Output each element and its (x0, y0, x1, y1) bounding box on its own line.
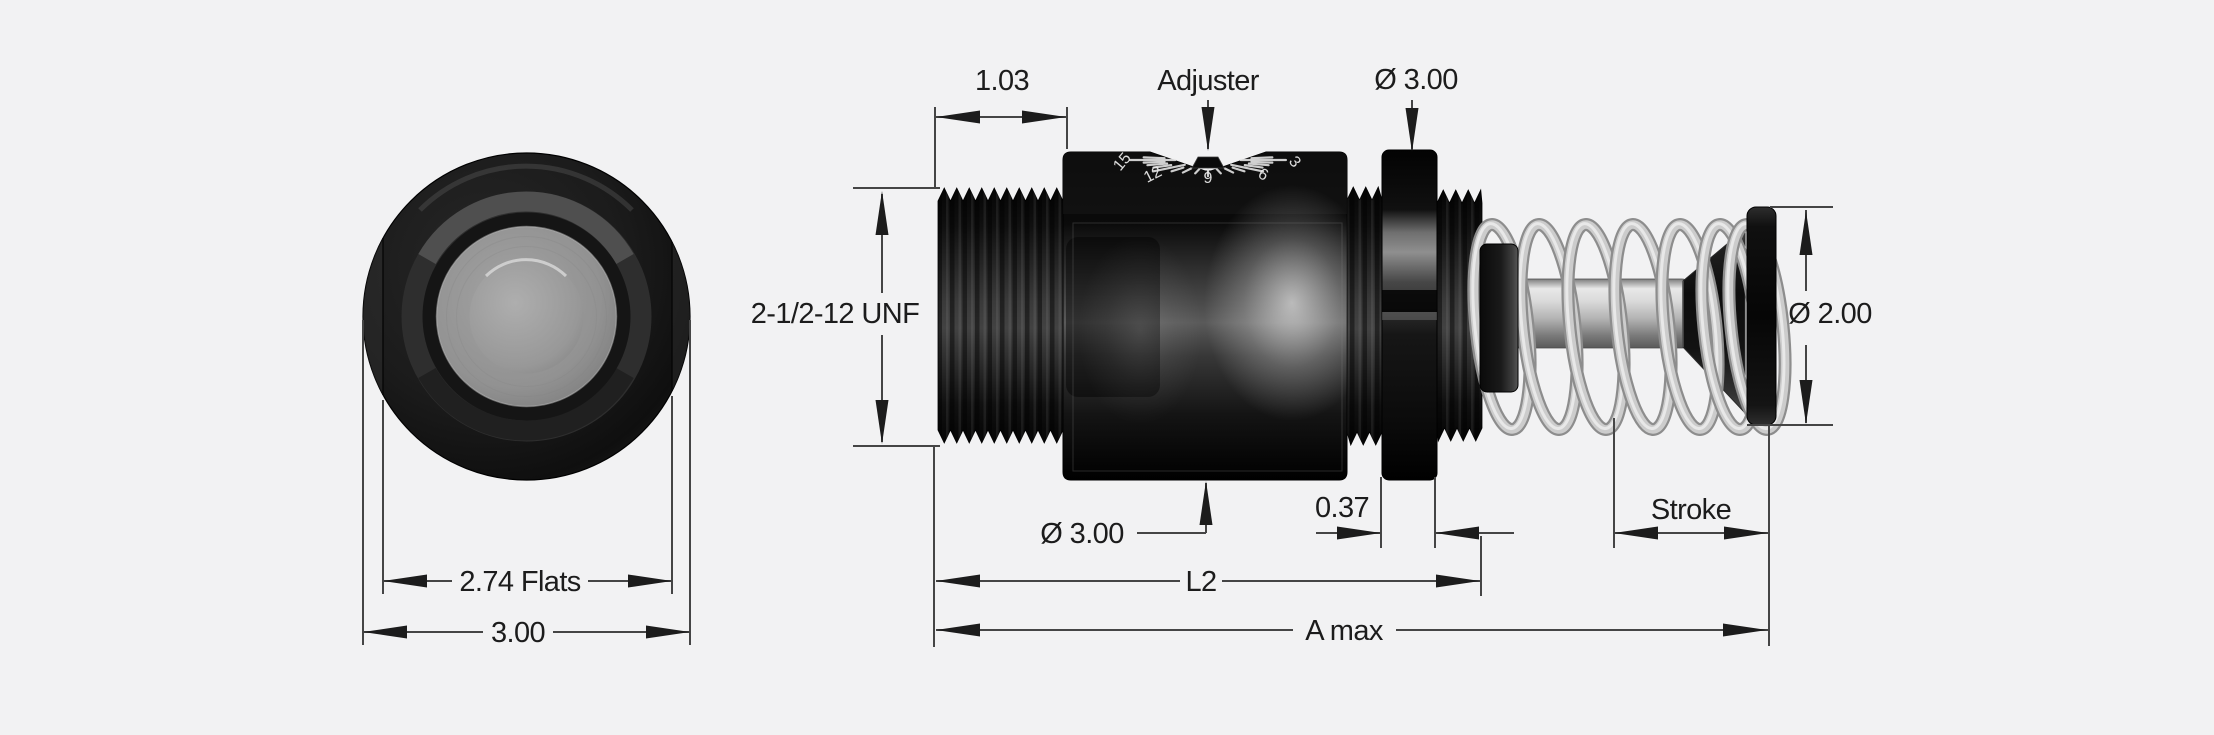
machining-ring-1 (446, 236, 607, 397)
adjuster-screw (1191, 156, 1225, 169)
left-flat (362, 238, 383, 395)
dimension-arrows (363, 107, 1813, 639)
thread-sections (937, 185, 1483, 447)
dim-front-diameter-label: 3.00 (491, 617, 545, 649)
dim-a-max-label: A max (1305, 615, 1384, 647)
bevel-shadow (418, 367, 634, 441)
dim-thread-length-label: 1.03 (975, 65, 1029, 97)
dim-body-diameter-label: Ø 3.00 (1040, 518, 1123, 550)
piston-rim (435, 225, 618, 408)
dial-number: 12 (1141, 163, 1165, 186)
bevel-highlight (418, 191, 634, 265)
dial-number: 9 (1204, 170, 1213, 187)
front-view (362, 152, 691, 481)
machining-ring-2 (456, 246, 597, 387)
locknut-body (1381, 149, 1438, 481)
body-highlight (1204, 185, 1347, 421)
dim-locknut-width-label: 0.37 (1315, 492, 1369, 524)
locknut (1381, 149, 1438, 481)
dim-flats-label: 2.74 Flats (459, 566, 580, 598)
rod-spring-assembly (1467, 206, 1792, 436)
locknut-slot-edge (1382, 312, 1437, 320)
button-highlight (484, 258, 568, 278)
dim-rod-button-diameter-label: Ø 2.00 (1788, 298, 1871, 330)
dim-stroke-label: Stroke (1651, 494, 1731, 526)
right-flat (672, 242, 690, 391)
dim-thread-spec-label: 2-1/2-12 UNF (751, 298, 919, 330)
end-cap (1746, 206, 1777, 426)
dimension-labels: 2.74 Flats 3.00 1.03 Adjuster Ø 3.00 2-1… (459, 64, 1872, 649)
locknut-slot (1382, 290, 1437, 312)
dim-locknut-diameter-label: Ø 3.00 (1374, 64, 1457, 96)
rod-button (469, 259, 584, 374)
body-outline (1072, 222, 1343, 472)
stop-collar (1479, 243, 1519, 393)
side-view: 15 12 9 6 3 (937, 149, 1792, 481)
dim-l2-label: L2 (1185, 566, 1216, 598)
outer-rim-highlight (418, 163, 634, 212)
adjuster-label: Adjuster (1157, 65, 1260, 97)
body-highlight-2 (1078, 235, 1202, 425)
body-shading (1063, 152, 1347, 425)
